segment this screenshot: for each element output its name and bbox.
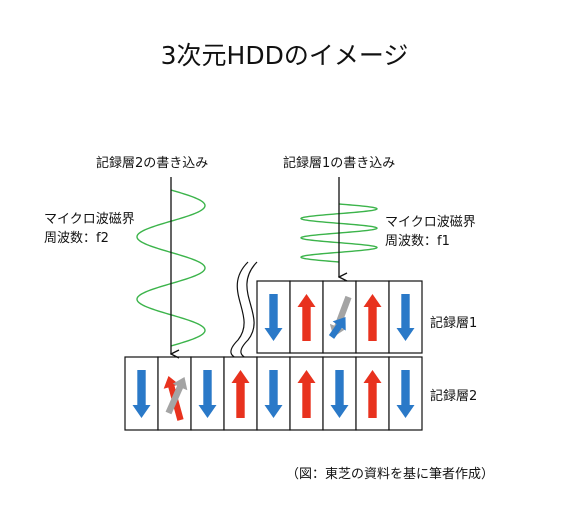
layer2-label: 記録層2	[430, 389, 478, 404]
layer1-label: 記録層1	[430, 316, 478, 331]
diagram-title: 3次元HDDのイメージ	[160, 41, 409, 70]
write-label-layer1: 記録層1の書き込み	[283, 156, 396, 171]
layer2-down-arrow	[264, 370, 283, 418]
write-label-layer2: 記録層2の書き込み	[96, 156, 209, 171]
microwave-label-layer1-line1: マイクロ波磁界	[385, 215, 476, 230]
recording-layer-2	[124, 356, 423, 431]
microwave-label-layer1-line2: 周波数：f1	[385, 234, 450, 249]
microwave-label-layer2: マイクロ波磁界 周波数：f2	[44, 210, 135, 248]
layer2-switch-gray-arrow	[165, 377, 188, 415]
layer2-up-arrow	[363, 370, 382, 418]
layer1-switch-blue-arrow	[328, 317, 346, 339]
recording-layer-1	[256, 280, 423, 354]
break-mark-left	[230, 261, 249, 359]
break-mark-right	[240, 261, 258, 359]
layer2-down-arrow	[198, 370, 217, 418]
layer2-up-arrow	[297, 370, 316, 418]
microwave-label-layer2-line1: マイクロ波磁界	[44, 212, 135, 227]
microwave-label-layer2-line2: 周波数：f2	[44, 231, 109, 246]
layer2-up-arrow	[231, 370, 250, 418]
layer2-down-arrow	[132, 370, 151, 418]
layer1-up-arrow	[363, 294, 382, 341]
layer2-down-arrow	[396, 370, 415, 418]
layer1-up-arrow	[297, 294, 316, 341]
source-caption: （図：東芝の資料を基に筆者作成）	[286, 467, 495, 482]
layer2-down-arrow	[330, 370, 349, 418]
microwave-label-layer1: マイクロ波磁界 周波数：f1	[385, 213, 476, 251]
layer1-down-arrow	[396, 294, 415, 341]
layer1-down-arrow	[264, 294, 283, 341]
microwave-wave-f2	[136, 189, 206, 347]
